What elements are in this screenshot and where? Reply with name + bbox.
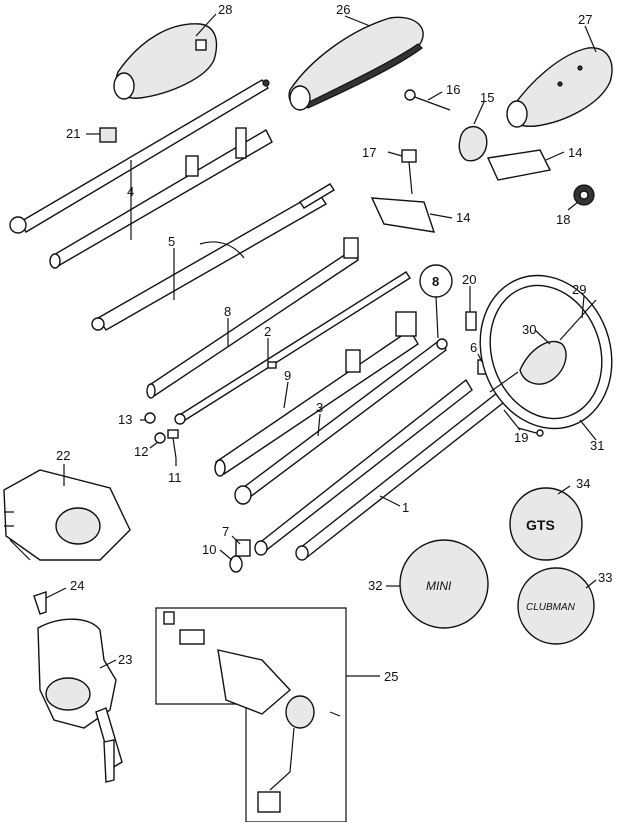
label-33: 33: [598, 570, 612, 585]
part-4-column-tube-upper: [9, 79, 270, 234]
part-number-labels: 28 26 27 16 15 21 17 14 4 14 18 5 20 29 …: [56, 2, 612, 684]
label-30: 30: [522, 322, 536, 337]
label-21: 21: [66, 126, 80, 141]
clubman-badge-text: CLUBMAN: [526, 602, 576, 613]
part-17-bolt: [401, 149, 417, 195]
part-24-key: [33, 591, 47, 615]
marker-8-text: 8: [432, 274, 439, 289]
part-32-mini-badge: MINI: [399, 539, 489, 629]
part-16-bolt: [404, 89, 451, 111]
part-5-outer-column: [91, 183, 335, 331]
part-27-cowl-cover: [506, 47, 613, 128]
part-14-bracket-lower: [370, 197, 436, 233]
part-22-switch-assembly: [3, 469, 131, 561]
gts-badge-text: GTS: [526, 517, 555, 533]
label-3: 3: [316, 400, 323, 415]
label-6: 6: [470, 340, 477, 355]
part-1-inner-shaft: [254, 376, 523, 561]
leader-lines: [45, 13, 597, 677]
part-4-column-tube-lower: [49, 127, 273, 269]
mini-badge-text: MINI: [426, 579, 452, 593]
part-9-inner-column: [214, 311, 419, 477]
label-28: 28: [218, 2, 232, 17]
part-34-gts-badge: GTS: [509, 487, 583, 561]
part-30-hub: [519, 340, 567, 385]
part-14-bracket-upper: [486, 149, 552, 181]
label-2: 2: [264, 324, 271, 339]
label-7: 7: [222, 524, 229, 539]
part-3-shaft: [234, 338, 448, 505]
label-25: 25: [384, 669, 398, 684]
label-4: 4: [127, 184, 134, 199]
label-27: 27: [578, 12, 592, 27]
part-18-grommet: [573, 184, 595, 206]
part-23-ignition-lock: [37, 618, 123, 783]
label-31: 31: [590, 438, 604, 453]
label-12: 12: [134, 444, 148, 459]
label-5: 5: [168, 234, 175, 249]
part-12-washer: [154, 432, 166, 444]
label-19: 19: [514, 430, 528, 445]
part-13-nut: [144, 412, 156, 424]
part-19-screw: [517, 427, 544, 437]
label-23: 23: [118, 652, 132, 667]
label-16: 16: [446, 82, 460, 97]
label-9: 9: [284, 368, 291, 383]
label-14a: 14: [568, 145, 582, 160]
part-26-shroud: [288, 16, 424, 111]
label-29: 29: [572, 282, 586, 297]
label-14b: 14: [456, 210, 470, 225]
part-8-shaft: [146, 237, 359, 399]
part-25-kit-contents: [163, 611, 341, 813]
part-2-shaft: [174, 271, 411, 425]
part-11-bolt: [167, 429, 179, 459]
label-18: 18: [556, 212, 570, 227]
label-13: 13: [118, 412, 132, 427]
part-10-bush: [229, 555, 243, 573]
part-28-cowl-cover: [113, 23, 218, 100]
label-26: 26: [336, 2, 350, 17]
label-10: 10: [202, 542, 216, 557]
label-1: 1: [402, 500, 409, 515]
part-33-clubman-badge: CLUBMAN: [517, 567, 595, 645]
label-8: 8: [224, 304, 231, 319]
label-17: 17: [362, 145, 376, 160]
part-15-clamp: [458, 126, 488, 162]
label-20: 20: [462, 272, 476, 287]
label-11: 11: [168, 470, 182, 485]
label-22: 22: [56, 448, 70, 463]
marker-8-callout: 8: [419, 264, 453, 339]
label-32: 32: [368, 578, 382, 593]
part-20-clamp: [465, 311, 477, 331]
part-21-clip: [99, 127, 117, 143]
label-24: 24: [70, 578, 84, 593]
label-15: 15: [480, 90, 494, 105]
label-34: 34: [576, 476, 590, 491]
